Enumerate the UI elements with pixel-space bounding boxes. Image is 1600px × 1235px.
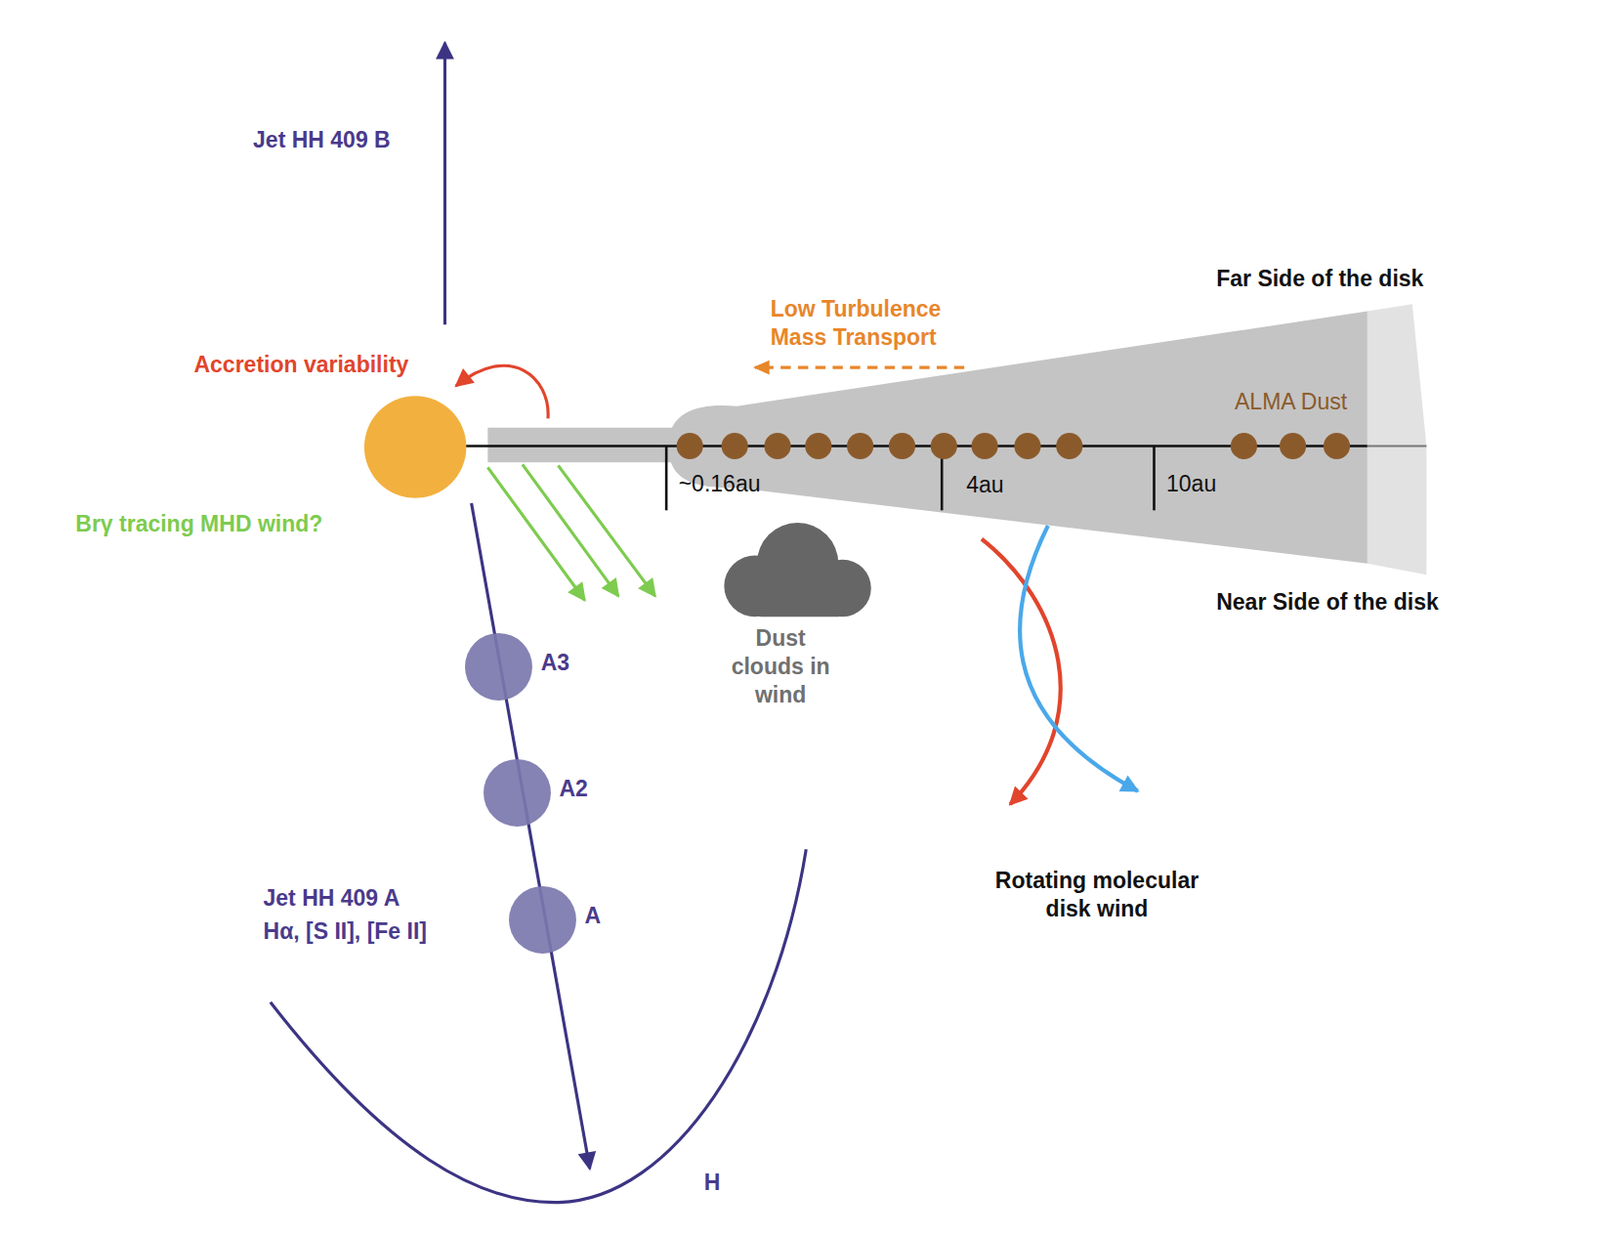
scale-label: ~0.16au	[678, 469, 761, 499]
dust-ring	[846, 432, 874, 460]
knot-label: A3	[541, 648, 570, 677]
dust-ring	[970, 432, 998, 460]
dust-ring	[1230, 432, 1258, 460]
dust-ring	[804, 432, 832, 460]
dust-ring	[888, 432, 916, 460]
redshifted-wind-arrow	[981, 539, 1061, 805]
wind-label: Rotating molecular disk wind	[974, 866, 1221, 924]
jet-knot: A3	[464, 632, 570, 701]
scale-tick	[1152, 446, 1156, 511]
jet-knot: A	[508, 885, 601, 954]
dust-ring	[930, 432, 958, 460]
knot-label: A	[585, 901, 602, 930]
knot-label: A2	[558, 774, 588, 803]
jet-a-arrow	[471, 503, 590, 1169]
disk-side-label: Far Side of the disk	[1216, 264, 1424, 294]
disk-axis-outer	[1367, 444, 1428, 447]
dust-ring	[1013, 432, 1041, 460]
mass-transport-arrow	[755, 365, 965, 369]
jet-label: Jet HH 409 A	[263, 884, 401, 913]
wind-label: Brγ tracing MHD wind?	[75, 509, 323, 539]
blueshifted-wind-arrow	[1019, 525, 1138, 792]
jet-b-arrow	[443, 42, 447, 325]
dust-label: ALMA Dust	[1234, 386, 1348, 416]
cloud-shape	[715, 520, 876, 619]
star	[364, 395, 466, 498]
cloud-label: Dust clouds in wind	[720, 624, 842, 709]
dust-rings	[676, 432, 1350, 460]
disk-outer-edge	[1367, 303, 1428, 575]
line-tracers-label: Hα, [S II], [Fe II]	[263, 916, 427, 945]
knot-label: H	[704, 1167, 721, 1196]
accretion-arrow	[456, 365, 548, 419]
dust-cloud: Dust clouds in wind	[714, 520, 898, 710]
accretion-label: Accretion variability	[193, 350, 409, 379]
dust-ring	[721, 432, 749, 460]
mhd-wind-arrow	[557, 464, 655, 596]
mhd-wind-arrow	[487, 466, 585, 600]
knot-circle	[464, 632, 533, 701]
scale-label: 10au	[1166, 469, 1217, 499]
dust-ring	[1055, 432, 1083, 460]
scale-label: 4au	[966, 470, 1004, 500]
jet-knot: A2	[483, 758, 589, 827]
disk-side-label: Near Side of the disk	[1216, 588, 1439, 617]
dust-ring	[763, 432, 791, 460]
jet-label: Jet HH 409 B	[252, 126, 391, 155]
dust-ring	[1323, 432, 1350, 460]
dust-ring	[676, 432, 704, 460]
transport-label: Low Turbulence Mass Transport	[770, 294, 975, 352]
dust-ring	[1279, 432, 1306, 460]
knot-circle	[483, 758, 551, 827]
knot-circle	[508, 885, 577, 954]
scale-tick	[665, 446, 669, 511]
